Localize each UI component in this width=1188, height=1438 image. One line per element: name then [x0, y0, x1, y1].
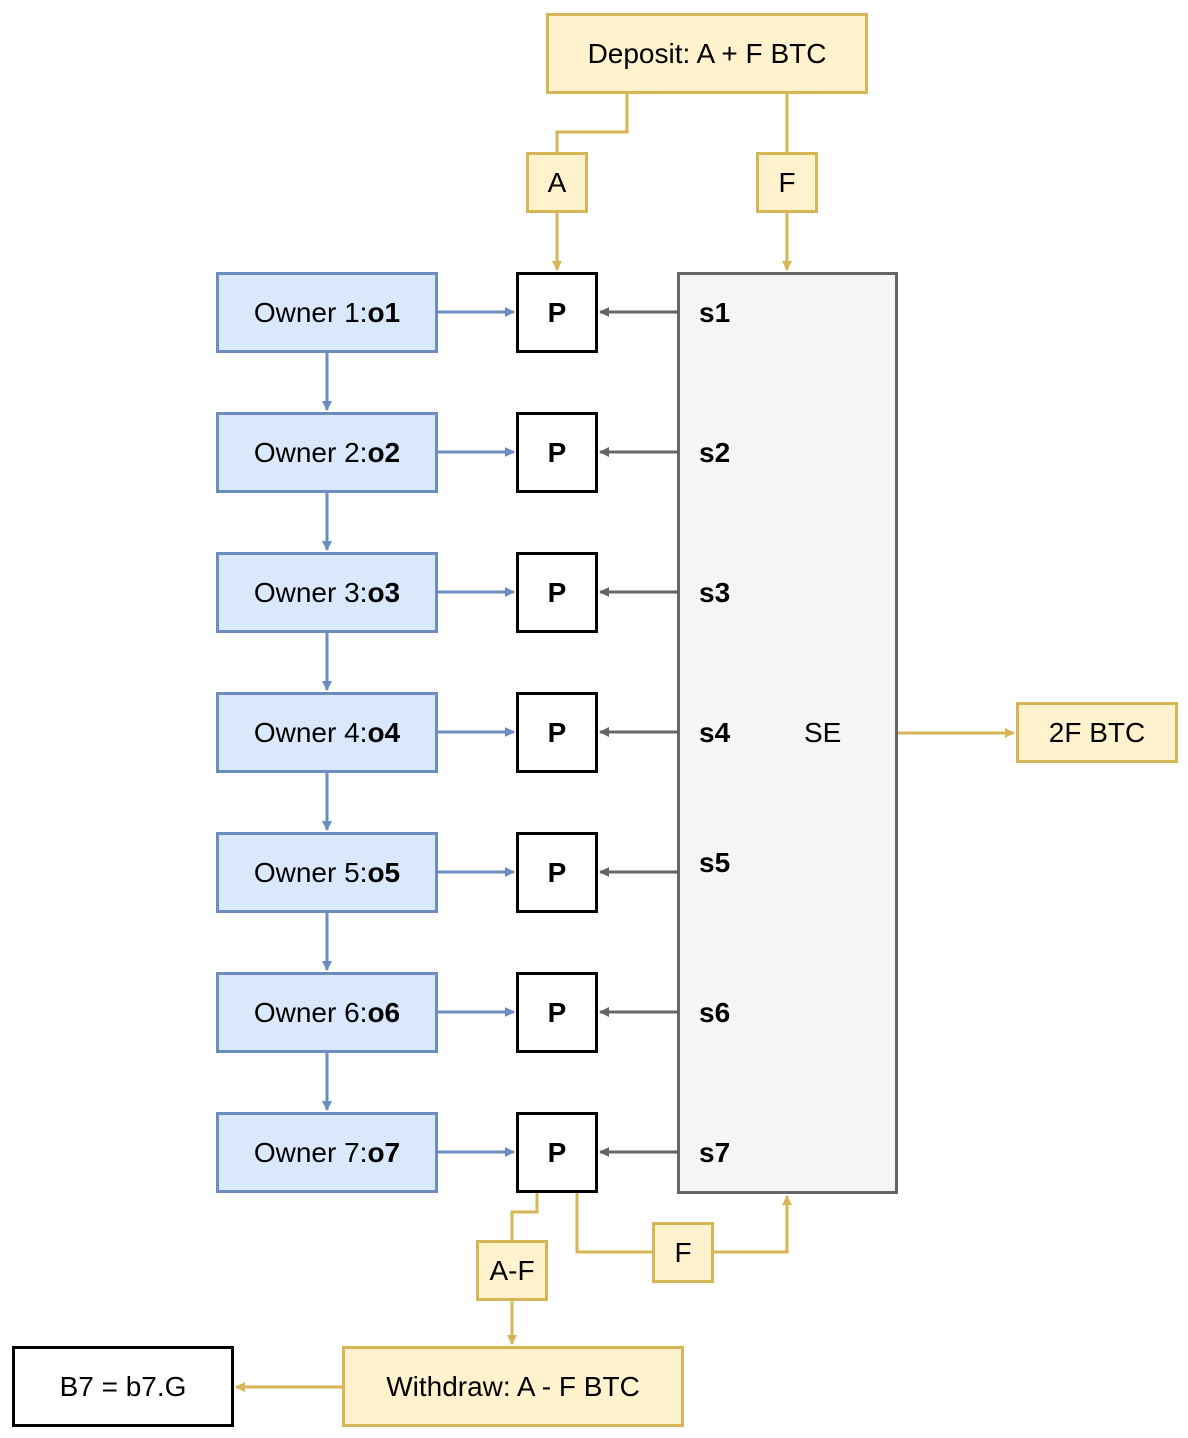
owner-label: Owner 2: — [253, 436, 368, 468]
state-label: s7 — [699, 1137, 731, 1168]
p-box: P — [516, 272, 598, 353]
arrow-f-to-se-bottom — [714, 1195, 792, 1254]
edge-label-a: A — [526, 152, 588, 213]
p-box: P — [516, 412, 598, 493]
owner-label: Owner 1: — [253, 296, 368, 328]
connector-p7-to-a-minus-f — [510, 1193, 539, 1240]
p-box: P — [516, 832, 598, 913]
p-box: P — [516, 692, 598, 773]
edge-label-f-top-text: F — [778, 166, 796, 198]
owner-id: o7 — [367, 1136, 401, 1168]
withdraw-label: Withdraw: A - F BTC — [386, 1370, 640, 1402]
owner-id: o1 — [367, 296, 401, 328]
se-output-label: 2F BTC — [1048, 716, 1146, 748]
state-label: s1 — [699, 297, 731, 328]
owner-label: Owner 7: — [253, 1136, 368, 1168]
owner-box: Owner 4: o4 — [216, 692, 438, 773]
state-label: s6 — [699, 997, 731, 1028]
owner-label: Owner 5: — [253, 856, 368, 888]
state-label: s5 — [699, 847, 731, 878]
se-output-box: 2F BTC — [1016, 702, 1178, 763]
owner-id: o6 — [367, 996, 401, 1028]
edge-label-a-text: A — [547, 166, 567, 198]
owner-box: Owner 1: o1 — [216, 272, 438, 353]
edge-label-f-bottom: F — [652, 1222, 714, 1283]
owner-box: Owner 7: o7 — [216, 1112, 438, 1193]
owner-label: Owner 4: — [253, 716, 368, 748]
connector-p7-to-f — [575, 1193, 652, 1254]
deposit-box: Deposit: A + F BTC — [546, 13, 868, 94]
result-label: B7 = b7.G — [59, 1370, 187, 1402]
owner-box: Owner 5: o5 — [216, 832, 438, 913]
owner-id: o5 — [367, 856, 401, 888]
p-box: P — [516, 552, 598, 633]
connector-deposit-a — [555, 94, 629, 152]
owner-id: o2 — [367, 436, 401, 468]
se-box — [677, 272, 898, 1194]
owner-label: Owner 3: — [253, 576, 368, 608]
se-label: SE — [804, 717, 842, 748]
owner-box: Owner 6: o6 — [216, 972, 438, 1053]
p-box: P — [516, 972, 598, 1053]
deposit-label: Deposit: A + F BTC — [587, 37, 827, 69]
owner-box: Owner 3: o3 — [216, 552, 438, 633]
state-label: s2 — [699, 437, 731, 468]
state-label: s3 — [699, 577, 731, 608]
state-label: s4 — [699, 717, 731, 748]
result-box: B7 = b7.G — [12, 1346, 234, 1427]
owner-box: Owner 2: o2 — [216, 412, 438, 493]
owner-id: o3 — [367, 576, 401, 608]
edge-label-a-minus-f-text: A-F — [489, 1254, 535, 1286]
owner-id: o4 — [367, 716, 401, 748]
edge-label-f-bottom-text: F — [674, 1236, 692, 1268]
edge-label-a-minus-f: A-F — [476, 1240, 548, 1301]
p-box: P — [516, 1112, 598, 1193]
edge-label-f-top: F — [756, 152, 818, 213]
withdraw-box: Withdraw: A - F BTC — [342, 1346, 684, 1427]
owner-label: Owner 6: — [253, 996, 368, 1028]
